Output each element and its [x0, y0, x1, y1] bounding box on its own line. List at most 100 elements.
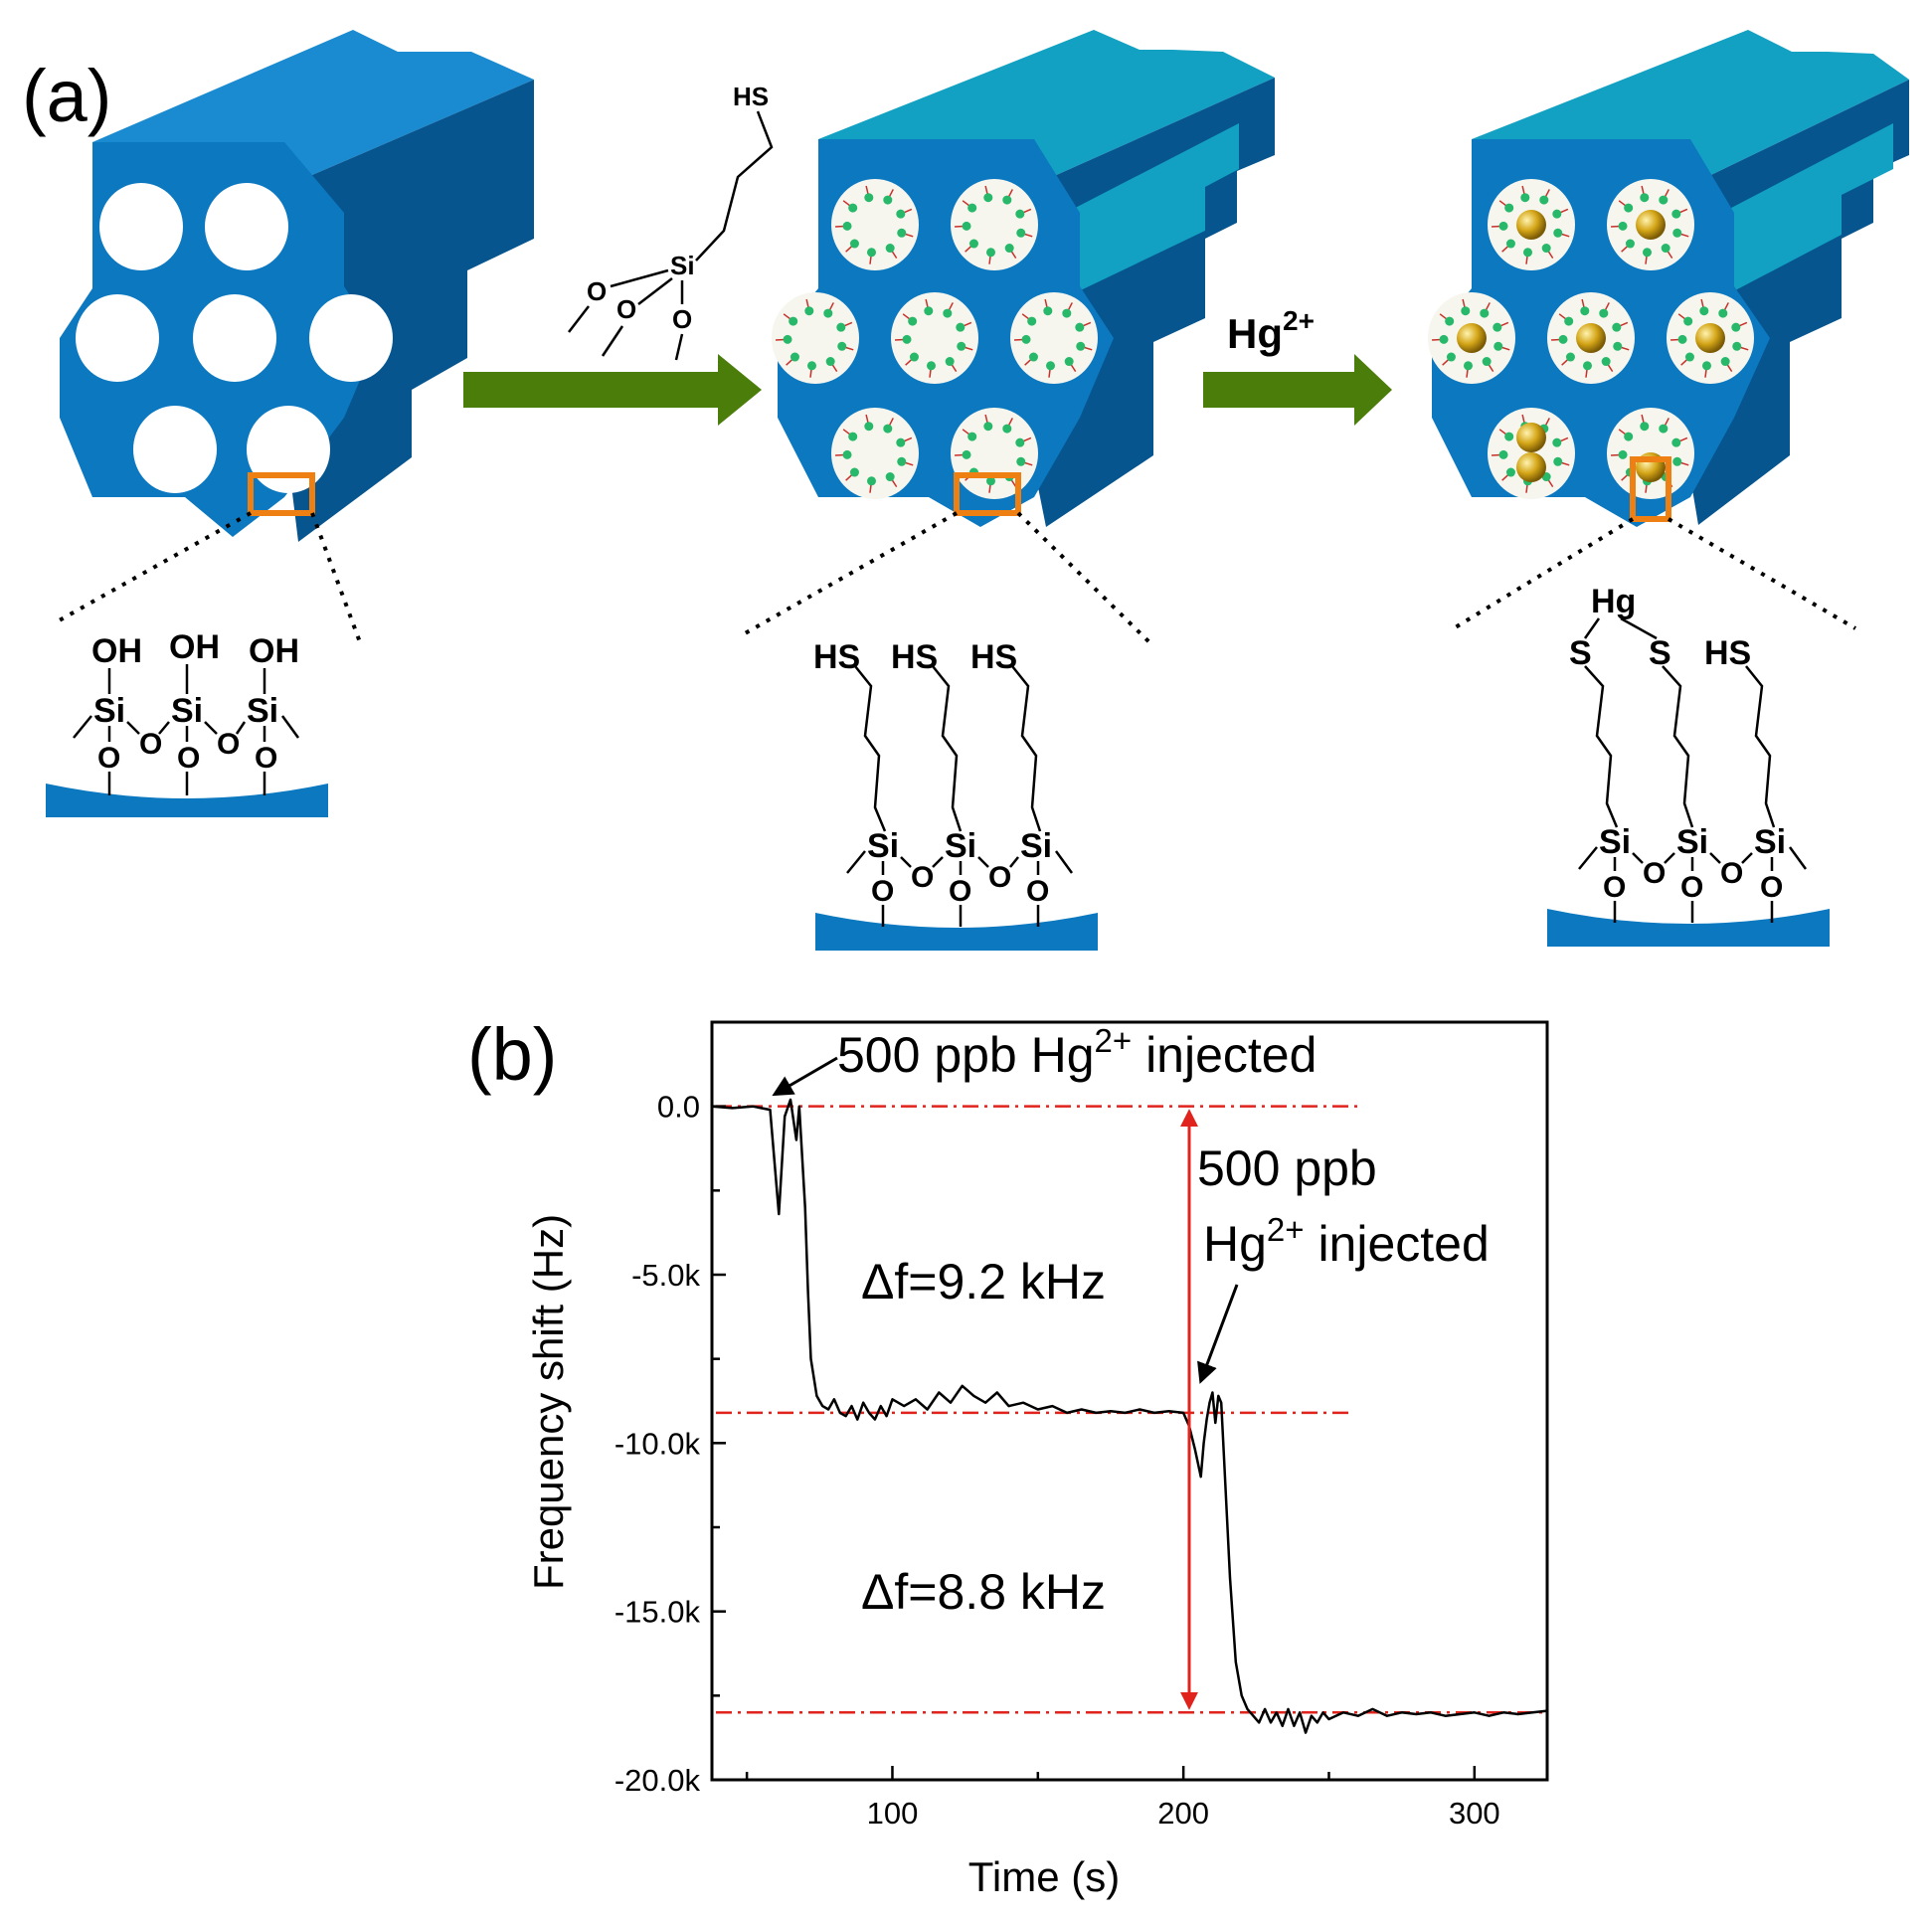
injection-label-1: 500 ppb Hg2+ injected [837, 1022, 1317, 1083]
oxygen-atom: O [871, 875, 894, 908]
ligand-dot [864, 422, 874, 432]
x-axis-title: Time (s) [968, 1853, 1120, 1900]
ligand-dot [806, 361, 816, 371]
ligand-dot [902, 334, 912, 344]
ligand-dot [1672, 456, 1682, 466]
methoxy-oxygen: O [672, 304, 692, 334]
ligand-dot [1564, 316, 1574, 326]
ligand-dot [1498, 449, 1508, 459]
silicon-atom: Si [93, 692, 125, 730]
ligand-dot [896, 437, 906, 447]
ligand-dot [1480, 308, 1490, 318]
ligand-dot [883, 195, 893, 205]
ligand-dot [1671, 437, 1681, 447]
silica-top-ledge [1714, 123, 1893, 298]
zoom-guide-line [310, 512, 362, 643]
mercury-atom: Hg [1591, 583, 1636, 620]
ligand-dot [896, 209, 906, 219]
ligand-dot [1640, 422, 1650, 432]
ligand-dot [1016, 228, 1026, 238]
pore-wall-surface [815, 913, 1098, 951]
reaction-arrow-2 [1203, 354, 1392, 426]
oxygen-atom: O [255, 742, 277, 775]
y-axis-title: Frequency shift (Hz) [525, 1214, 572, 1590]
ligand-dot [885, 244, 895, 254]
ligand-dot [1582, 361, 1592, 371]
thiol-ligands [1432, 185, 1749, 493]
ligand-dot [943, 308, 953, 318]
delta-label-2: Δf=8.8 kHz [861, 1564, 1106, 1620]
y-tick-label: -5.0k [631, 1258, 700, 1293]
ligand-dot [1552, 209, 1562, 219]
highlight-box [248, 472, 315, 516]
ligand-dot [836, 322, 846, 332]
ligand-dot [945, 357, 955, 367]
silicon-atom: Si [867, 827, 899, 865]
ligand-dot [1021, 334, 1031, 344]
ligand-dot [1553, 228, 1563, 238]
highlight-box [1630, 456, 1671, 522]
ligand-dot [1076, 341, 1086, 351]
ligand-dot [968, 239, 978, 249]
propyl-chains [854, 665, 1042, 832]
oxygen-atom: O [177, 742, 200, 775]
oxygen-atom: O [217, 728, 240, 761]
ligand-dot [1004, 244, 1014, 254]
oxygen-atom: O [1643, 857, 1666, 890]
zoom-guide-line [1016, 511, 1151, 644]
ligand-dot [1720, 357, 1730, 367]
ligand-dot [1445, 316, 1455, 326]
ligand-dot [866, 248, 876, 258]
oxygen-atom: O [1603, 871, 1626, 904]
thiol-ligands [776, 185, 1093, 493]
oxygen-atom: O [911, 861, 934, 894]
thiol-group: HS [1704, 634, 1751, 672]
ligand-dot [825, 357, 835, 367]
highlight-box [954, 472, 1021, 516]
bonds [846, 850, 1074, 927]
oxygen-atom: O [988, 861, 1011, 894]
bonds [73, 664, 300, 795]
oxygen-atom: O [1760, 871, 1783, 904]
ligand-dot [1553, 456, 1563, 466]
ligand-dot [1075, 322, 1085, 332]
zoom-guide-line [55, 511, 252, 624]
zoom-guide-line [1667, 517, 1857, 630]
sulfur-atom: S [1569, 634, 1592, 672]
ligand-dot [1463, 361, 1473, 371]
thiol-group: HS [813, 638, 860, 676]
ligand-dot [1612, 322, 1622, 332]
injection-label-2-line1: 500 ppb [1197, 1140, 1377, 1196]
hydroxyl-group: OH [169, 628, 220, 666]
ligand-dot [1027, 316, 1037, 326]
methoxy-oxygen: O [616, 294, 636, 324]
ligand-dot [1618, 449, 1628, 459]
ligand-dot [1028, 352, 1038, 362]
ligand-dot [1002, 195, 1012, 205]
ligand-dot [842, 221, 852, 231]
silica-side-face [284, 80, 534, 542]
oxygen-atom: O [1720, 857, 1743, 890]
ligand-dot [926, 361, 936, 371]
ligand-dot [1504, 432, 1514, 441]
zoom-guide-line [739, 511, 958, 638]
silica-structure-bare [60, 30, 534, 542]
ligand-dot [957, 341, 966, 351]
ligand-dot [1539, 195, 1549, 205]
ligand-dot [1624, 203, 1634, 213]
y-tick-label: -20.0k [615, 1763, 701, 1798]
sulfur-atom: S [1649, 634, 1671, 672]
ligand-dot [962, 449, 971, 459]
silicon-atom: Si [247, 692, 278, 730]
ligand-dot [1015, 437, 1025, 447]
ligand-dot [1618, 221, 1628, 231]
silica-side-face [1024, 78, 1275, 527]
silicon-atom: Si [670, 251, 695, 280]
bonds [568, 268, 684, 361]
ligand-dot [1015, 209, 1025, 219]
ligand-dot [1439, 334, 1449, 344]
panel-a-label: (a) [22, 55, 111, 137]
bonds [1578, 846, 1808, 923]
x-tick-label: 200 [1157, 1796, 1209, 1831]
